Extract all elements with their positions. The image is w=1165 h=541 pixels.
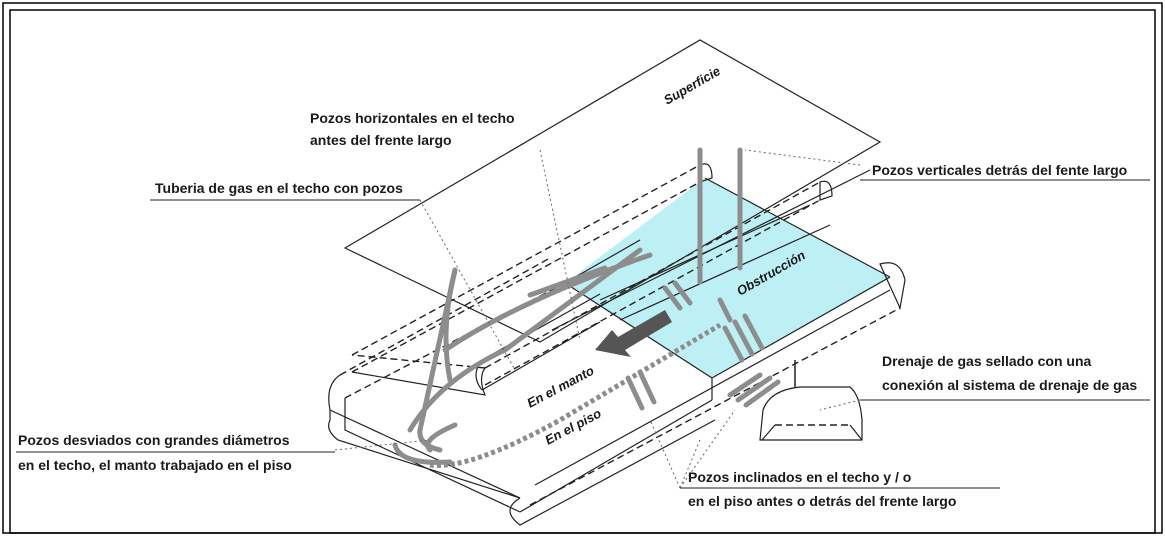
label-pozos-inclinados-1: Pozos inclinados en el techo y / o bbox=[688, 469, 911, 485]
label-pozos-verticales: Pozos verticales detrás del fente largo bbox=[872, 162, 1127, 178]
inner-frame bbox=[9, 9, 1156, 534]
leader-lines bbox=[334, 149, 861, 489]
obstruction-line bbox=[619, 224, 831, 321]
surface-plane bbox=[343, 39, 882, 343]
label-pozos-inclinados-2: en el piso antes o detrás del frente lar… bbox=[688, 493, 956, 509]
longwall-body bbox=[328, 169, 906, 526]
label-drenaje-2: conexión al sistema de drenaje de gas bbox=[882, 377, 1137, 393]
outer-frame bbox=[2, 2, 1163, 534]
advance-direction-arrow bbox=[595, 310, 672, 357]
label-tuberia: Tuberia de gas en el techo con pozos bbox=[155, 180, 403, 196]
label-pozos-desviados-1: Pozos desviados con grandes diámetros bbox=[18, 432, 290, 448]
sealed-drainage-chamber bbox=[759, 360, 863, 441]
label-pozos-horizontales-1: Pozos horizontales en el techo bbox=[310, 110, 515, 126]
obstruction-line bbox=[599, 204, 811, 301]
gas-pipes bbox=[392, 147, 781, 468]
label-pozos-horizontales-2: antes del frente largo bbox=[310, 132, 452, 148]
label-pozos-desviados-2: en el techo, el manto trabajado en el pi… bbox=[18, 457, 292, 473]
label-superficie: Superficie bbox=[661, 63, 723, 107]
upper-gallery bbox=[351, 163, 833, 396]
label-drenaje-1: Drenaje de gas sellado con una bbox=[882, 353, 1092, 369]
